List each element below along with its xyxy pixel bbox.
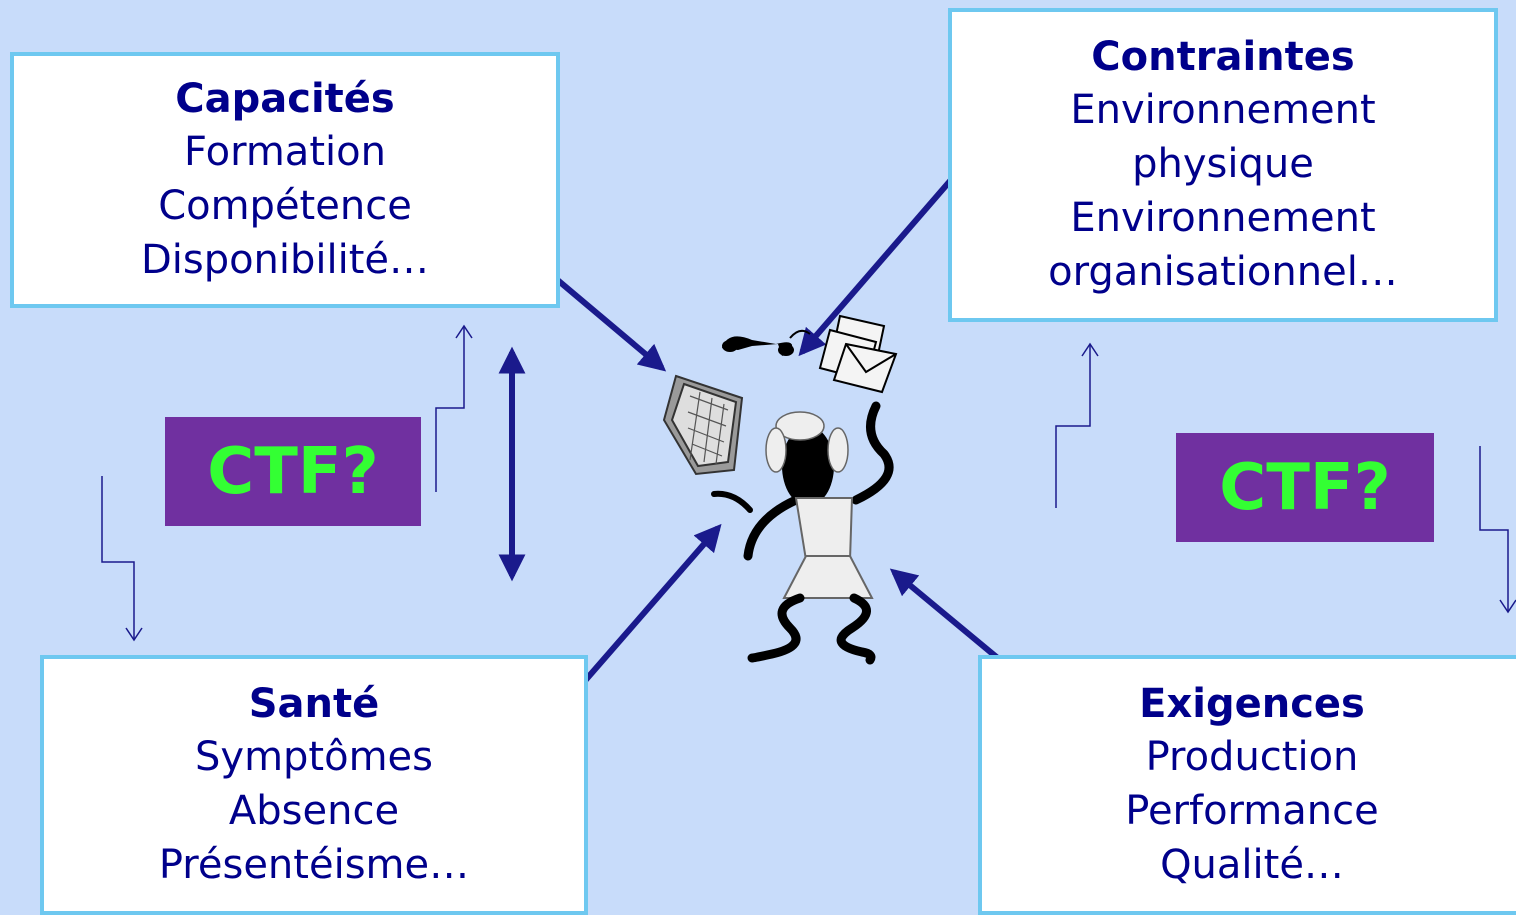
sante-line: Symptômes — [195, 734, 433, 780]
capacites-line: Formation — [184, 129, 386, 175]
contraintes-line: Environnement — [1070, 87, 1376, 133]
exigences-box: Exigences Production Performance Qualité… — [978, 655, 1516, 915]
contraintes-line: organisationnel… — [1048, 249, 1398, 295]
sante-line: Présentéisme… — [158, 842, 470, 888]
step-arrow-down-left — [101, 476, 143, 642]
envelopes-icon — [818, 314, 898, 394]
ctf-left-label: CTF? — [165, 417, 421, 526]
contraintes-line: physique — [1132, 141, 1314, 187]
capacites-box: Capacités Formation Compétence Disponibi… — [10, 52, 560, 308]
juggler-person-illustration — [662, 314, 898, 665]
sante-box: Santé Symptômes Absence Présentéisme… — [40, 655, 588, 915]
telephone-icon — [722, 329, 811, 356]
exigences-line: Qualité… — [1160, 842, 1344, 888]
step-arrow-down-right — [1479, 446, 1516, 614]
contraintes-box: Contraintes Environnement physique Envir… — [948, 8, 1498, 322]
ctf-right-label: CTF? — [1176, 433, 1434, 542]
sante-line: Absence — [228, 788, 400, 834]
person-body — [794, 497, 854, 561]
capacites-line: Compétence — [158, 183, 412, 229]
person-skirt — [782, 555, 874, 599]
exigences-line: Production — [1145, 734, 1359, 780]
capacites-title: Capacités — [175, 76, 395, 122]
person-head — [782, 426, 834, 506]
step-arrow-up-right — [1055, 342, 1099, 508]
contraintes-line: Environnement — [1070, 195, 1376, 241]
exigences-title: Exigences — [1139, 681, 1365, 727]
step-arrow-up-left — [435, 324, 473, 492]
exigences-line: Performance — [1125, 788, 1379, 834]
contraintes-title: Contraintes — [1091, 34, 1355, 80]
keyboard-icon — [662, 374, 744, 476]
sante-title: Santé — [248, 681, 380, 727]
capacites-line: Disponibilité… — [140, 237, 430, 283]
